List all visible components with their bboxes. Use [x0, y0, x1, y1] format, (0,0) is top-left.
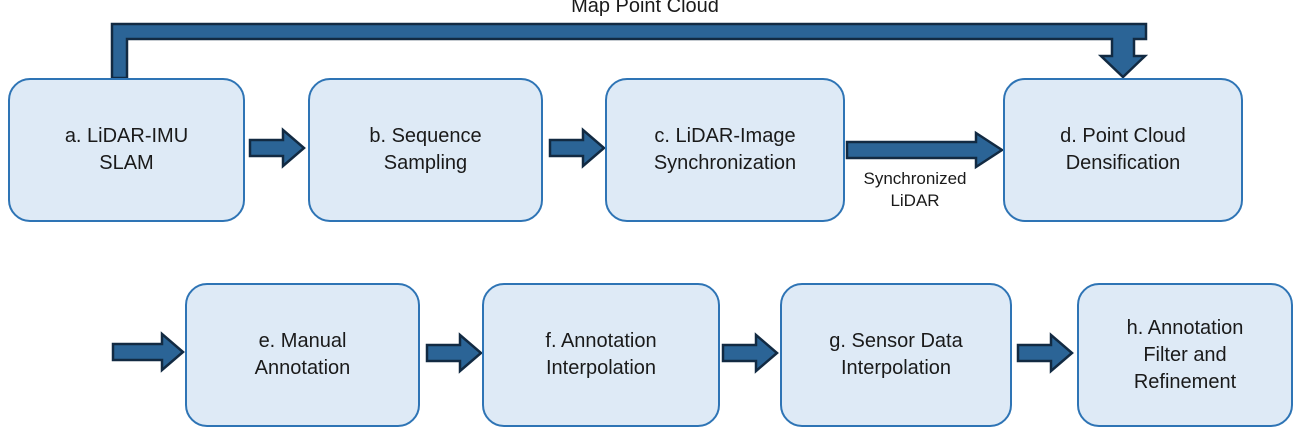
- synchronized-lidar-label: Synchronized LiDAR: [863, 169, 967, 210]
- node-label: f. Annotation Interpolation: [545, 330, 657, 379]
- node-label: e. Manual Annotation: [254, 330, 351, 379]
- map-point-cloud-label: Map Point Cloud: [571, 0, 719, 17]
- node-label: h. Annotation Filter and Refinement: [1126, 316, 1244, 393]
- node-e-manual-annotation: e. Manual Annotation: [185, 283, 420, 427]
- arrow-a-to-b: [248, 127, 306, 169]
- node-label: g. Sensor Data Interpolation: [829, 330, 963, 379]
- elbow-connector-map-point-cloud: [110, 22, 1149, 80]
- arrow-c-to-d: [845, 130, 1005, 170]
- node-g-sensor-data-interpolation: g. Sensor Data Interpolation: [780, 283, 1012, 427]
- node-label: c. LiDAR-Image Synchronization: [653, 125, 797, 174]
- node-d-point-cloud-densification: d. Point Cloud Densification: [1003, 78, 1243, 222]
- node-f-annotation-interpolation: f. Annotation Interpolation: [482, 283, 720, 427]
- node-label: d. Point Cloud Densification: [1060, 125, 1186, 174]
- node-label: b. Sequence Sampling: [369, 125, 482, 174]
- node-h-annotation-filter-refinement: h. Annotation Filter and Refinement: [1077, 283, 1293, 427]
- arrow-g-to-h: [1016, 332, 1074, 374]
- node-b-sequence-sampling: b. Sequence Sampling: [308, 78, 543, 222]
- node-c-lidar-image-synchronization: c. LiDAR-Image Synchronization: [605, 78, 845, 222]
- node-label: a. LiDAR-IMU SLAM: [64, 125, 189, 174]
- arrow-into-e: [111, 331, 185, 373]
- arrow-f-to-g: [721, 332, 779, 374]
- node-a-lidar-imu-slam: a. LiDAR-IMU SLAM: [8, 78, 245, 222]
- arrow-b-to-c: [548, 127, 606, 169]
- arrow-e-to-f: [425, 332, 483, 374]
